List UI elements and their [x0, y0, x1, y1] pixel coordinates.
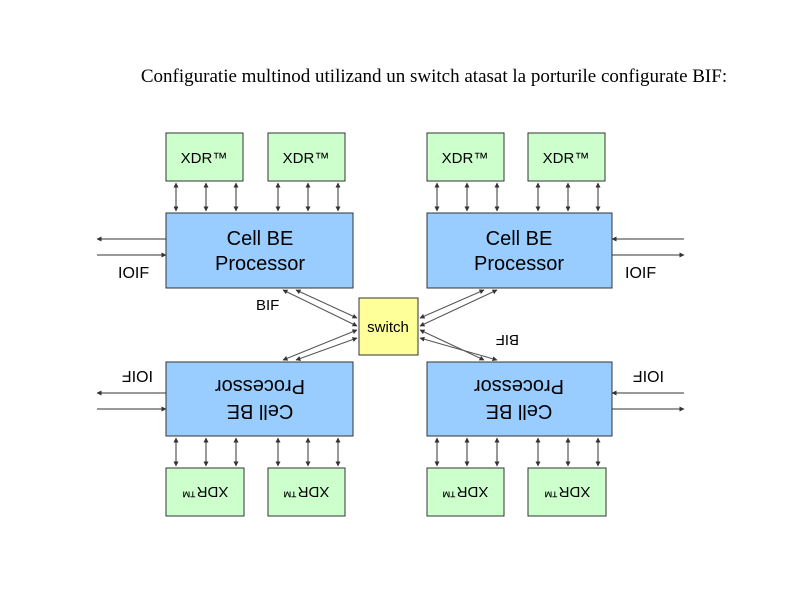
xdr-memory-box: [527, 467, 607, 517]
xdr-memory-box: [267, 132, 346, 182]
xdr-memory-box: [426, 467, 505, 517]
ioif-label: IOIF: [122, 367, 153, 384]
processor-label-line1: Cell BE: [227, 400, 294, 422]
processor-label-line2: Processor: [215, 375, 305, 397]
xdr-memory-label: XDR™: [442, 483, 489, 500]
switch-box: [358, 297, 419, 356]
cell-be-processor-box: [426, 212, 613, 289]
xdr-memory-label: XDR™: [442, 150, 489, 167]
processor-label-line1: Cell BE: [486, 400, 553, 422]
processor-label-line1: Cell BE: [227, 228, 294, 250]
node-bottom-left: Cell BE Processor IOIF XDR™ XDR™: [96, 361, 354, 517]
switch-label: switch: [367, 319, 409, 336]
processor-label-line2: Processor: [474, 375, 564, 397]
cell-be-processor-box: [426, 361, 613, 437]
bif-links: [282, 289, 498, 362]
xdr-memory-label: XDR™: [283, 483, 330, 500]
processor-label-line2: Processor: [215, 253, 305, 275]
switch-node: switch: [358, 297, 419, 356]
cell-be-processor-box: [165, 212, 354, 289]
node-top-right: XDR™ XDR™ Cell BE Processor IOIF: [426, 132, 685, 289]
slide-title: Configuratie multinod utilizand un switc…: [140, 66, 728, 87]
xdr-memory-label: XDR™: [283, 150, 330, 167]
xdr-memory-box: [426, 132, 505, 182]
xdr-memory-label: XDR™: [182, 483, 229, 500]
xdr-memory-box: [165, 132, 244, 182]
node-top-left: XDR™ XDR™ Cell BE Processor IOIF BIF: [96, 132, 354, 314]
xdr-memory-box: [165, 467, 245, 517]
bif-label: BIF: [256, 297, 279, 314]
xdr-memory-label: XDR™: [543, 150, 590, 167]
xdr-memory-label: XDR™: [544, 483, 591, 500]
ioif-label: IOIF: [625, 265, 656, 282]
ioif-label: IOIF: [118, 265, 149, 282]
xdr-memory-box: [267, 467, 346, 517]
bif-label: BIF: [496, 331, 519, 348]
cell-be-processor-box: [165, 361, 354, 437]
ioif-label: IOIF: [633, 367, 664, 384]
xdr-memory-box: [527, 132, 606, 182]
processor-label-line1: Cell BE: [486, 228, 553, 250]
xdr-memory-label: XDR™: [181, 150, 228, 167]
processor-label-line2: Processor: [474, 253, 564, 275]
node-bottom-right: Cell BE Processor IOIF BIF XDR™ XDR™: [426, 331, 685, 517]
